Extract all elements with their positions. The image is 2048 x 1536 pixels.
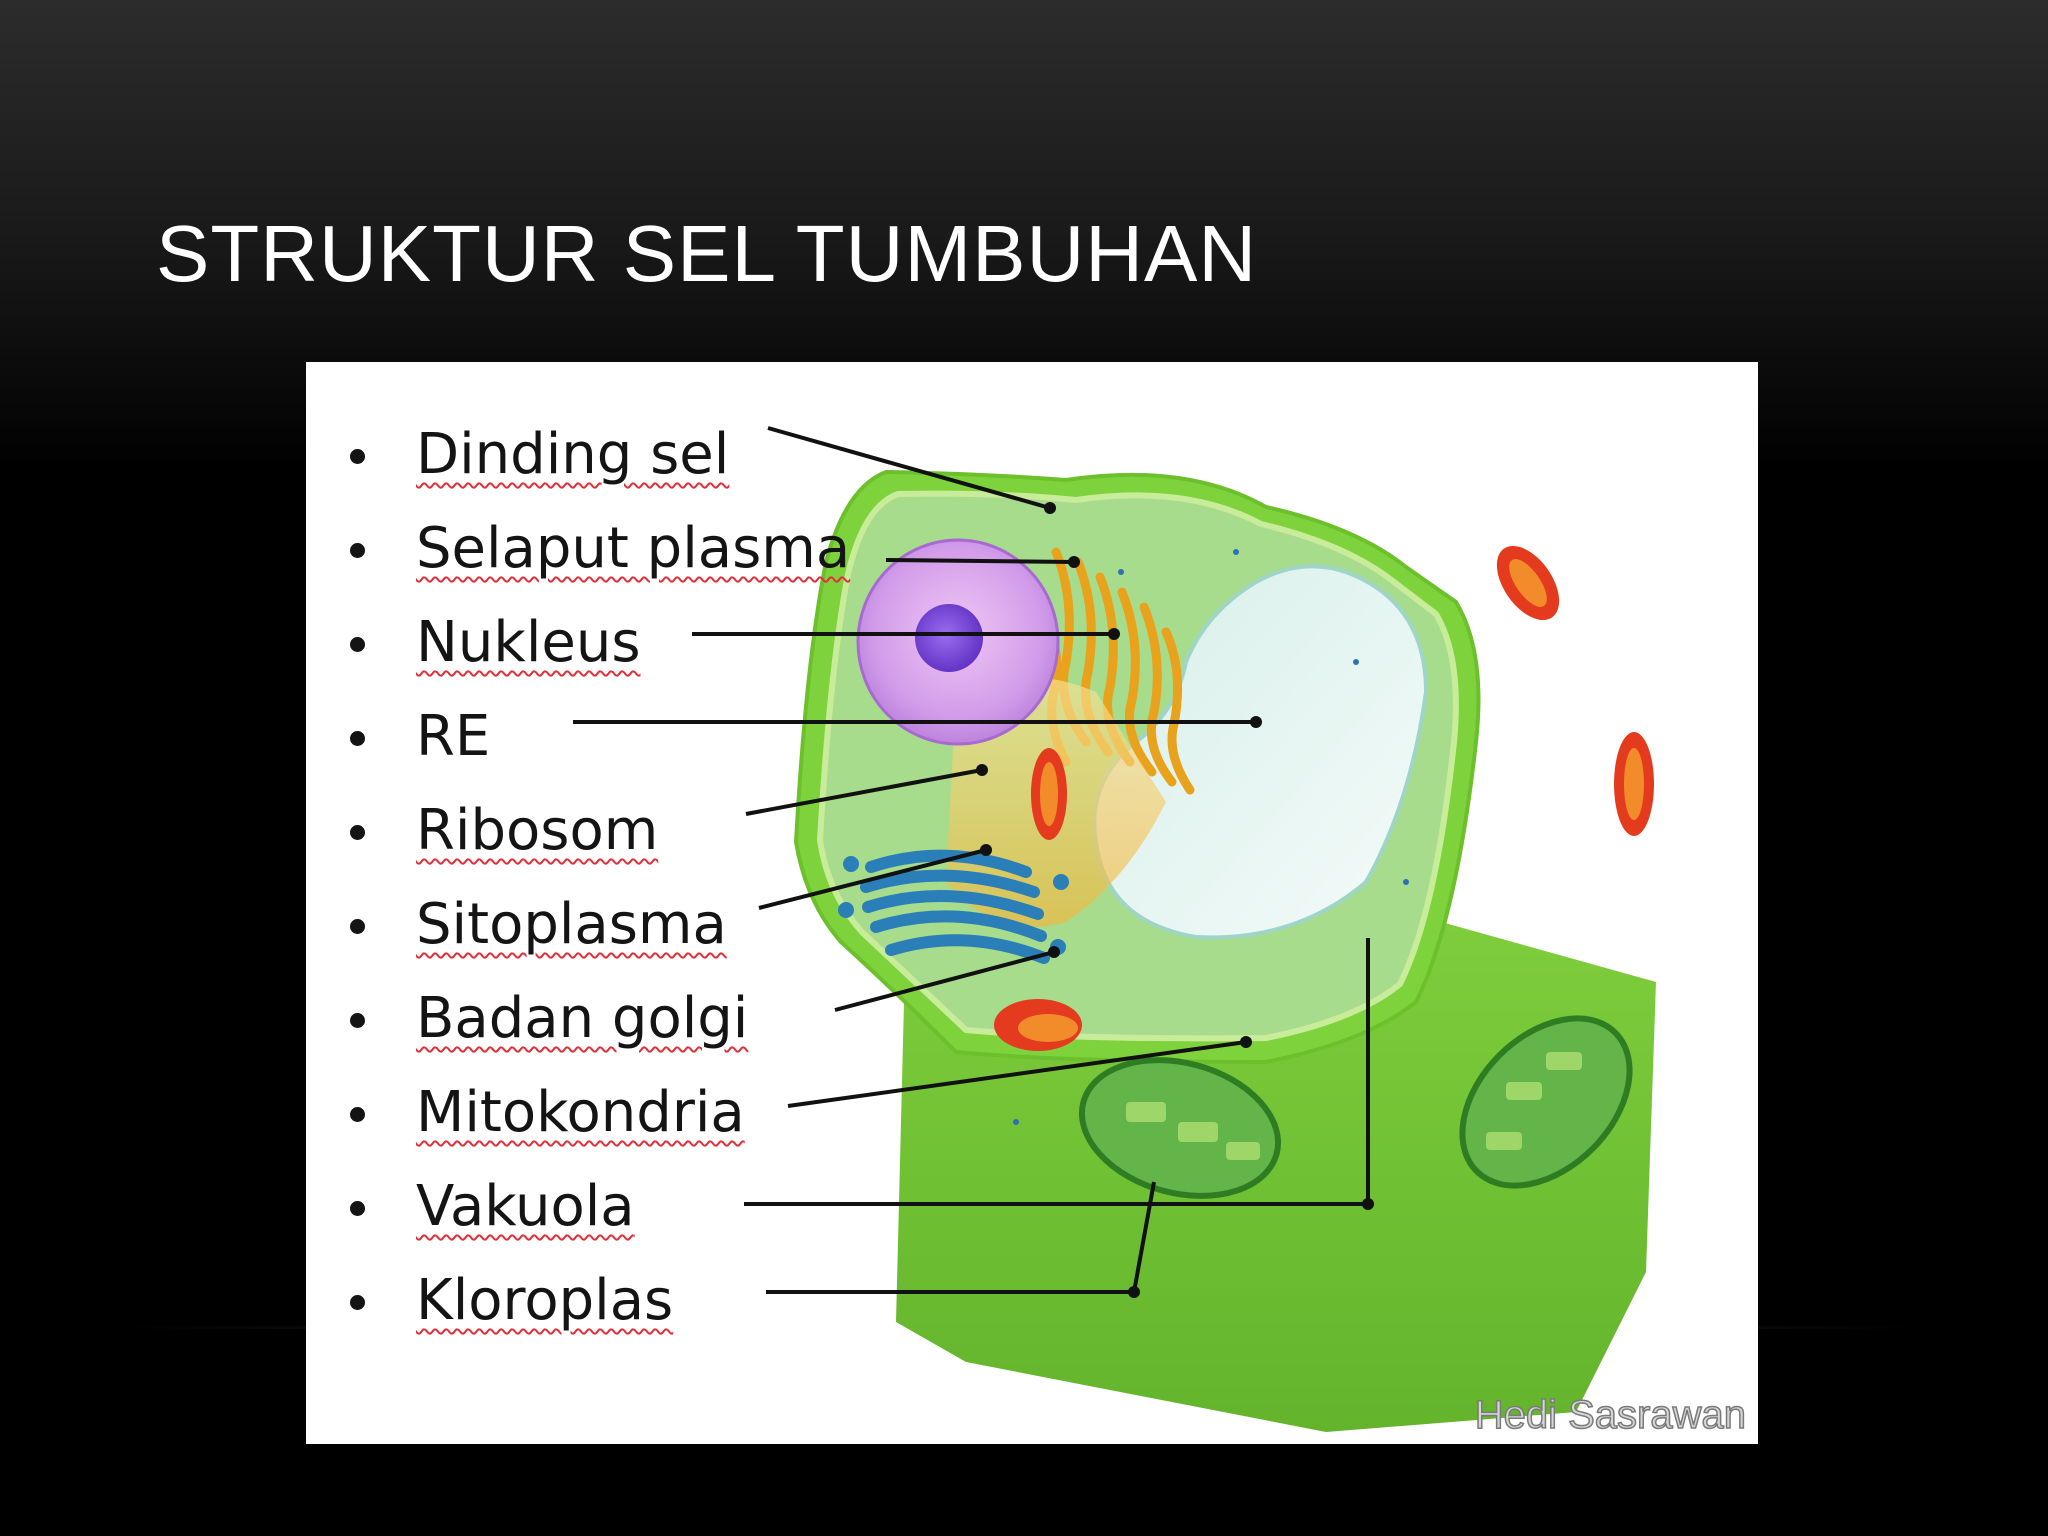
label-text: Vakuola [416, 1174, 635, 1239]
vacuole [1092, 564, 1429, 940]
label-text: Nukleus [416, 610, 641, 675]
bullet [350, 731, 365, 746]
bullet [350, 1107, 365, 1122]
label-endoplasmic-reticulum: RE [350, 704, 850, 798]
bullet [350, 637, 365, 652]
label-text: Badan golgi [416, 986, 749, 1051]
label-chloroplast: Kloroplas [350, 1268, 850, 1362]
slide-title: STRUKTUR SEL TUMBUHAN [156, 209, 1258, 298]
plant-cell-diagram [573, 426, 1656, 1432]
nucleolus [915, 604, 983, 672]
label-nucleus: Nukleus [350, 610, 850, 704]
bullet [350, 1013, 365, 1028]
bullet [350, 919, 365, 934]
label-text: RE [416, 704, 491, 769]
label-text: Mitokondria [416, 1080, 745, 1145]
label-text: Dinding sel [416, 422, 730, 487]
image-credit-watermark: Hedi Sasrawan [1474, 1392, 1747, 1438]
bullet [350, 449, 365, 464]
label-golgi-body: Badan golgi [350, 986, 850, 1080]
label-text: Sitoplasma [416, 892, 727, 957]
label-cytoplasm: Sitoplasma [350, 892, 850, 986]
bullet [350, 1295, 365, 1310]
label-cell-wall: Dinding sel [350, 422, 850, 516]
label-plasma-membrane: Selaput plasma [350, 516, 850, 610]
mitochondrion [994, 545, 1654, 1051]
label-text: Ribosom [416, 798, 659, 863]
label-vacuole: Vakuola [350, 1174, 850, 1268]
label-text: Selaput plasma [416, 516, 851, 581]
label-text: Kloroplas [416, 1268, 674, 1333]
golgi-body [860, 849, 1050, 964]
bullet [350, 1201, 365, 1216]
label-mitochondrion: Mitokondria [350, 1080, 850, 1174]
label-leader-lines [573, 426, 1370, 1294]
label-ribosome: Ribosom [350, 798, 850, 892]
bullet [350, 543, 365, 558]
bullet [350, 825, 365, 840]
structure-label-list: Dinding sel Selaput plasma Nukleus RE Ri… [350, 422, 850, 1362]
plant-cell-figure: Dinding sel Selaput plasma Nukleus RE Ri… [306, 362, 1758, 1444]
